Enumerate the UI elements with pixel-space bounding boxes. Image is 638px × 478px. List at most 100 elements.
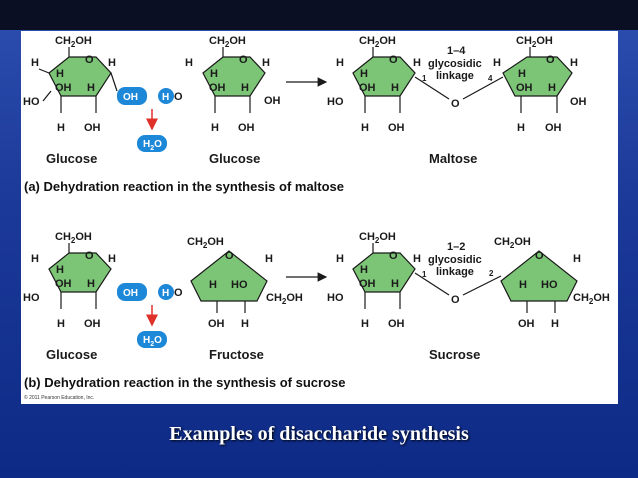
product-name-a: Maltose — [429, 151, 477, 166]
ch2oh-label: CH2OH — [55, 35, 92, 49]
svg-text:OH: OH — [359, 82, 376, 94]
svg-text:O: O — [174, 91, 183, 103]
glucose-ring-b1: CH2OH O H H OH H H HO H OH — [23, 231, 116, 330]
svg-text:CH2OH: CH2OH — [359, 231, 396, 245]
svg-text:HO: HO — [231, 279, 248, 291]
svg-text:CH2OH: CH2OH — [573, 292, 610, 306]
svg-text:H: H — [361, 122, 369, 134]
svg-text:O: O — [546, 54, 555, 66]
svg-text:HO: HO — [327, 96, 344, 108]
svg-text:H: H — [570, 57, 578, 69]
svg-text:H: H — [519, 279, 527, 291]
svg-text:H: H — [360, 68, 368, 80]
panel-a: CH2OH O H H OH H H HO H OH OH H O — [23, 35, 587, 194]
svg-text:H: H — [57, 318, 65, 330]
svg-text:OH: OH — [123, 92, 138, 103]
svg-text:H: H — [241, 318, 249, 330]
svg-text:OH: OH — [55, 278, 72, 290]
product-name-b: Sucrose — [429, 347, 480, 362]
svg-text:O: O — [174, 287, 183, 299]
h-badge-a: H — [158, 88, 174, 104]
svg-text:linkage: linkage — [436, 70, 474, 82]
svg-text:H: H — [162, 288, 169, 299]
svg-text:H2O: H2O — [143, 139, 162, 152]
oh-badge-b: OH — [117, 283, 147, 301]
svg-text:HO: HO — [541, 279, 558, 291]
svg-text:O: O — [389, 250, 398, 262]
svg-text:H: H — [31, 57, 39, 69]
molecule-name-b2: Fructose — [209, 347, 264, 362]
svg-text:OH: OH — [123, 288, 138, 299]
svg-text:H: H — [241, 82, 249, 94]
caption-a: (a) Dehydration reaction in the synthesi… — [24, 179, 344, 194]
svg-text:H: H — [517, 122, 525, 134]
svg-text:4: 4 — [488, 74, 493, 83]
svg-text:H: H — [57, 122, 65, 134]
svg-text:H: H — [31, 253, 39, 265]
ring-oxygen: O — [85, 54, 94, 66]
svg-text:OH: OH — [388, 122, 405, 134]
svg-text:H: H — [391, 82, 399, 94]
svg-text:H: H — [87, 278, 95, 290]
svg-text:HO: HO — [23, 96, 40, 108]
svg-text:CH2OH: CH2OH — [187, 236, 224, 250]
svg-text:HO: HO — [327, 292, 344, 304]
svg-text:OH: OH — [84, 122, 101, 134]
svg-text:H2O: H2O — [143, 335, 162, 348]
svg-text:OH: OH — [516, 82, 533, 94]
svg-text:1: 1 — [422, 270, 427, 279]
svg-text:CH2OH: CH2OH — [494, 236, 531, 250]
svg-text:CH2OH: CH2OH — [55, 231, 92, 245]
svg-text:O: O — [389, 54, 398, 66]
glucose-ring-a2: CH2OH O H H OH H H OH H OH — [185, 35, 281, 134]
svg-text:OH: OH — [55, 82, 72, 94]
svg-text:H: H — [265, 253, 273, 265]
oh-badge-a: OH — [117, 87, 147, 105]
svg-text:H: H — [56, 264, 64, 276]
svg-text:O: O — [225, 250, 234, 262]
slide-title: Examples of disaccharide synthesis — [169, 423, 469, 445]
svg-text:OH: OH — [545, 122, 562, 134]
top-dark-band — [0, 0, 638, 30]
svg-text:H: H — [413, 253, 421, 265]
svg-text:H: H — [162, 92, 169, 103]
svg-text:O: O — [451, 294, 460, 306]
svg-text:1–2: 1–2 — [447, 241, 465, 253]
svg-text:H: H — [360, 264, 368, 276]
molecule-name-b1: Glucose — [46, 347, 97, 362]
svg-text:glycosidic: glycosidic — [428, 254, 482, 266]
caption-b: (b) Dehydration reaction in the synthesi… — [24, 375, 345, 390]
svg-text:H: H — [391, 278, 399, 290]
svg-text:OH: OH — [208, 318, 225, 330]
svg-text:H: H — [211, 122, 219, 134]
svg-text:H: H — [413, 57, 421, 69]
molecule-name-a2: Glucose — [209, 151, 260, 166]
svg-text:H: H — [336, 253, 344, 265]
svg-text:OH: OH — [570, 96, 587, 108]
fructose-ring-b2: CH2OH O H H HO CH2OH OH H — [187, 236, 303, 330]
sucrose-product: CH2OH O H H OH H H HO H OH 1 O 1–2 glyco… — [327, 231, 610, 330]
svg-text:CH2OH: CH2OH — [516, 35, 553, 49]
svg-text:CH2OH: CH2OH — [209, 35, 246, 49]
svg-text:HO: HO — [23, 292, 40, 304]
svg-text:H: H — [361, 318, 369, 330]
h-badge-b: H — [158, 284, 174, 300]
svg-text:OH: OH — [388, 318, 405, 330]
svg-text:H: H — [518, 68, 526, 80]
svg-text:H: H — [185, 57, 193, 69]
svg-text:H: H — [210, 68, 218, 80]
svg-text:H: H — [108, 57, 116, 69]
svg-text:H: H — [262, 57, 270, 69]
svg-text:OH: OH — [238, 122, 255, 134]
svg-text:OH: OH — [518, 318, 535, 330]
copyright-note: © 2011 Pearson Education, Inc. — [24, 394, 94, 401]
water-badge-a: H2O — [137, 135, 167, 152]
molecule-name-a1: Glucose — [46, 151, 97, 166]
svg-text:H: H — [56, 68, 64, 80]
svg-text:H: H — [548, 82, 556, 94]
svg-text:O: O — [85, 250, 94, 262]
svg-text:2: 2 — [489, 269, 494, 278]
svg-text:CH2OH: CH2OH — [266, 292, 303, 306]
svg-text:glycosidic: glycosidic — [428, 58, 482, 70]
svg-text:H: H — [551, 318, 559, 330]
